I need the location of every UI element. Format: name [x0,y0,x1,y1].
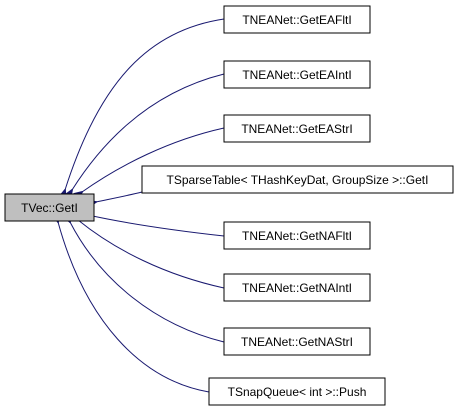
edge-getEAFltI [65,18,225,190]
caller-node-getNAStrI[interactable]: TNEANet::GetNAStrI [223,327,371,356]
caller-node-label: TNEANet::GetEAIntI [242,68,351,82]
caller-node-label: TNEANet::GetNAFltI [242,229,352,243]
caller-node-getEAIntI[interactable]: TNEANet::GetEAIntI [223,60,371,89]
caller-node-getNAIntI[interactable]: TNEANet::GetNAIntI [223,273,371,302]
caller-node-label: TSparseTable< THashKeyDat, GroupSize >::… [167,173,429,187]
edge-getEAIntI [72,73,225,190]
caller-node-label: TNEANet::GetEAStrI [241,122,352,136]
caller-node-label: TNEANet::GetEAFltI [242,13,351,27]
root-node-label: TVec::GetI [21,201,78,215]
edge-snapqueue-push [58,222,210,393]
edge-getNAFltI [88,215,225,237]
caller-node-getEAStrI[interactable]: TNEANet::GetEAStrI [223,114,371,143]
edges [58,18,225,393]
caller-node-sparse-getI[interactable]: TSparseTable< THashKeyDat, GroupSize >::… [141,165,454,194]
caller-node-getNAFltI[interactable]: TNEANet::GetNAFltI [223,221,371,250]
edge-getNAStrI [70,222,225,343]
edge-getEAStrI [82,127,225,192]
edge-sparse-getI [96,191,143,202]
root-node[interactable]: TVec::GetI [4,193,95,222]
caller-node-getEAFltI[interactable]: TNEANet::GetEAFltI [223,5,371,34]
caller-node-snapqueue-push[interactable]: TSnapQueue< int >::Push [208,377,386,406]
caller-node-label: TNEANet::GetNAIntI [242,281,352,295]
caller-node-label: TNEANet::GetNAStrI [241,335,353,349]
caller-node-label: TSnapQueue< int >::Push [228,385,367,399]
edge-getNAIntI [78,220,225,289]
